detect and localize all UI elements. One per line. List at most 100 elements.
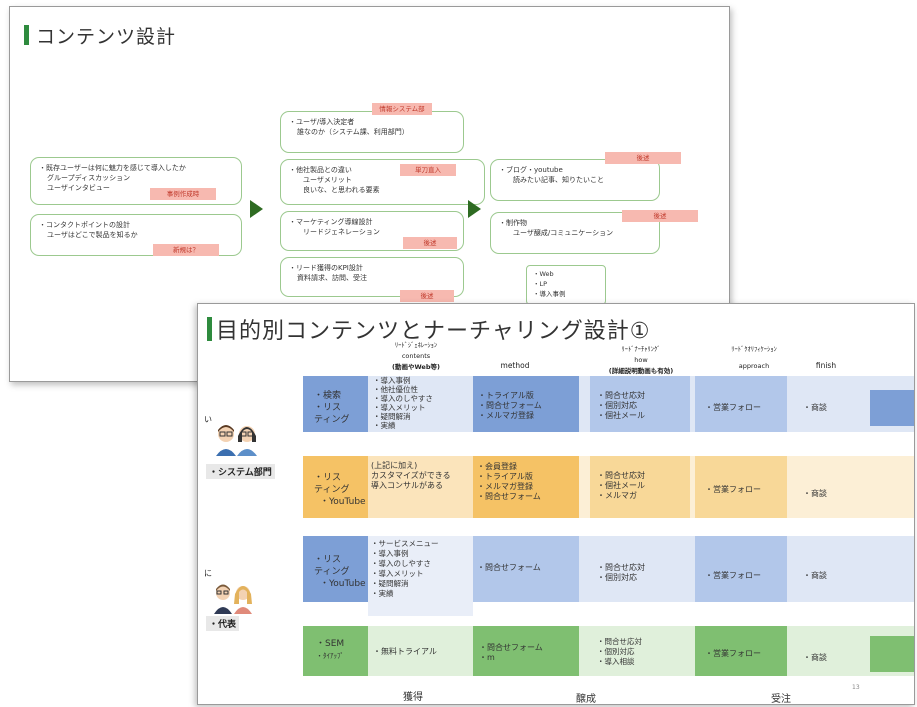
tag-case-study: 事例作成時 xyxy=(150,188,216,200)
arrow-right-icon xyxy=(250,200,263,218)
tag-later: 後述 xyxy=(400,290,454,302)
box-line: リードジェネレーション xyxy=(303,228,380,236)
approach-cell-bg xyxy=(695,536,787,602)
method-line: ・問合せフォーム xyxy=(478,401,542,410)
channel-line: ・リス xyxy=(314,473,342,483)
channel-line: ティング xyxy=(314,567,350,577)
how-line: ・問合せ応対 xyxy=(597,563,645,572)
how-line: ・問合せ応対 xyxy=(597,637,642,646)
contents-line: ・疑問解消 xyxy=(373,412,411,421)
channel-line: ・YouTube xyxy=(320,497,366,507)
how-line: ・個別対応 xyxy=(597,647,635,656)
phase-label-nurturing: 醸成 xyxy=(576,694,596,705)
box-line: ・コンタクトポイントの設計 xyxy=(39,221,130,229)
contents-cell: (上記に加え) カスタマイズができる 導入コンサルがある xyxy=(366,458,456,494)
channel-cell-bg xyxy=(303,376,368,432)
how-cell: ・問合せ応対 ・個社メール ・メルマガ xyxy=(592,468,650,504)
contents-line: ・導入メリット xyxy=(371,569,424,578)
column-header-top: ﾘｰﾄﾞｸｵﾘﾌｨｹｰｼｮﾝ xyxy=(731,345,777,353)
box-blog-youtube: ・ブログ・youtube 読みたい記事、知りたいこと xyxy=(490,159,660,201)
approach-cell-bg xyxy=(695,376,787,432)
box-line: ユーザインタビュー xyxy=(47,184,110,192)
contents-cell: ・サービスメニュー ・導入事例 ・導入のしやすさ ・導入メリット ・疑問解消 ・… xyxy=(366,536,444,602)
channel-line: ティング xyxy=(314,485,350,495)
column-header-bottom: (詳細説明動画も有効) xyxy=(608,367,674,375)
contents-cell-bg xyxy=(368,456,473,518)
contents-line: ・疑問解消 xyxy=(371,579,409,588)
title-accent-bar xyxy=(207,317,212,341)
method-cell: ・会員登録 ・トライアル版 ・メルマガ登録 ・問合せフォーム xyxy=(472,459,546,505)
method-cell: ・トライアル版 ・問合せフォーム ・メルマガ登録 xyxy=(473,388,547,424)
how-cell: ・問合せ応対 ・個別対応 ・個社メール xyxy=(592,388,650,424)
finish-cell: ・商談 xyxy=(803,489,827,498)
method-cell-bg xyxy=(473,456,579,518)
method-cell-bg xyxy=(473,376,579,432)
contents-line: ・導入事例 xyxy=(373,376,411,385)
method-cell-bg xyxy=(473,626,579,676)
slide-content-design: コンテンツ設計 ・既存ユーザーは何に魅力を感じて導入したか グループディスカッシ… xyxy=(9,6,730,382)
contents-cell: ・無料トライアル xyxy=(373,647,437,656)
how-line: ・問合せ応対 xyxy=(597,471,645,480)
channel-line: ・ﾀｲｱｯﾌﾟ xyxy=(316,652,344,660)
method-cell: ・問合せフォーム xyxy=(477,563,541,572)
avatar-pair-icon xyxy=(216,425,257,456)
column-header-bottom: (動画やWeb等) xyxy=(392,363,440,371)
how-line: ・個別対応 xyxy=(597,573,637,582)
tag-info-system: 情報システム部 xyxy=(372,103,432,115)
column-header-top: ﾘｰﾄﾞﾅｰﾁｬﾘﾝｸﾞ xyxy=(621,345,661,353)
page-number: 13 xyxy=(852,684,860,691)
list-item: ・Web xyxy=(533,270,554,278)
approach-cell-bg xyxy=(695,456,787,518)
contents-line: ・サービスメニュー xyxy=(371,539,439,548)
channel-cell: ・リス ティング ・YouTube xyxy=(306,468,372,512)
column-header-mid: contents xyxy=(401,352,431,360)
persona-label-representative: ・代表 xyxy=(206,616,240,631)
channel-cell-bg xyxy=(303,536,368,602)
approach-cell: ・営業フォロー xyxy=(705,571,761,580)
how-cell: ・問合せ応対 ・個別対応 xyxy=(592,560,650,586)
box-line: 資料請求、訪問、受注 xyxy=(297,274,367,282)
how-line: ・個社メール xyxy=(597,411,645,420)
channel-cell: ・検索 ・リス ティング xyxy=(306,386,355,430)
channel-cell-bg xyxy=(303,456,368,518)
deliverables-list: ・Web ・LP ・導入事例 xyxy=(526,265,606,305)
box-user-decision: ・ユーザ/導入決定者 誰なのか（システム課、利用部門） xyxy=(280,111,464,153)
method-line: ・m xyxy=(479,653,495,662)
approach-cell-bg xyxy=(695,626,787,676)
how-line: ・個社メール xyxy=(597,481,645,490)
channel-cell: ・SEM ・ﾀｲｱｯﾌﾟ xyxy=(306,634,350,666)
persona-prefix: に xyxy=(204,569,212,578)
list-item: ・LP xyxy=(533,280,548,288)
avatar-pair-icon xyxy=(214,584,252,614)
channel-line: ・YouTube xyxy=(320,579,366,589)
method-cell-bg xyxy=(473,536,579,602)
finish-cell: ・商談 xyxy=(803,571,827,580)
finish-cell: ・商談 xyxy=(803,653,827,662)
box-line: ・マーケティング導線設計 xyxy=(289,218,373,226)
box-line: ・ブログ・youtube xyxy=(499,166,563,174)
box-line: ・ユーザ/導入決定者 xyxy=(289,118,355,126)
how-line: ・問合せ応対 xyxy=(597,391,645,400)
row-end-block xyxy=(870,636,914,672)
phase-label-closing: 受注 xyxy=(771,694,791,705)
channel-line: ・SEM xyxy=(316,639,345,649)
how-line: ・メルマガ xyxy=(597,491,637,500)
box-production: ・制作物 ユーザ醸成/コミュニケーション xyxy=(490,212,660,254)
box-line: グループディスカッション xyxy=(47,174,131,182)
contents-line: ・導入事例 xyxy=(371,549,409,558)
method-line: ・トライアル版 xyxy=(478,391,534,400)
box-line: 読みたい記事、知りたいこと xyxy=(513,176,604,184)
method-line: ・問合せフォーム xyxy=(479,643,543,652)
how-cell-bg xyxy=(590,376,690,432)
column-header-contents: ﾘｰﾄﾞｼﾞｪﾈﾚｰｼｮﾝ contents (動画やWeb等) xyxy=(366,340,466,373)
column-header-mid: how xyxy=(634,356,648,364)
contents-line: ・他社優位性 xyxy=(373,385,418,394)
tag-later: 後述 xyxy=(605,152,681,164)
column-header-method: method xyxy=(500,361,530,370)
approach-cell: ・営業フォロー xyxy=(705,403,761,412)
list-item: ・導入事例 xyxy=(533,290,566,298)
method-line: ・問合せフォーム xyxy=(477,492,541,501)
how-cell: ・問合せ応対 ・個別対応 ・導入相談 xyxy=(592,634,647,670)
approach-cell: ・営業フォロー xyxy=(705,485,761,494)
slide1-title: コンテンツ設計 xyxy=(36,26,177,48)
